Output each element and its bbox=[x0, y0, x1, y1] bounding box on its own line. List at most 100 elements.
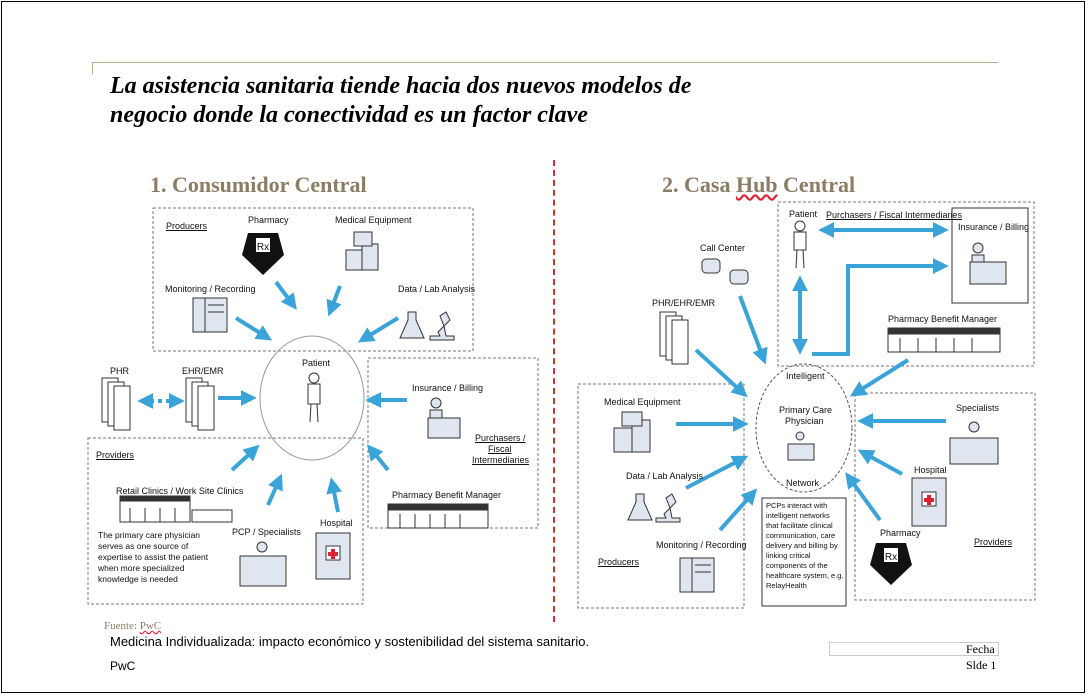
right-heading-rest: Central bbox=[777, 172, 856, 197]
right-monitoring-label: Monitoring / Recording bbox=[656, 540, 747, 550]
pcp-icon-right bbox=[787, 431, 815, 461]
arrow-monitoring bbox=[234, 316, 273, 341]
right-pharmacy-label: Pharmacy bbox=[880, 528, 921, 538]
patient-icon-right bbox=[793, 220, 807, 269]
left-providers-box bbox=[87, 437, 364, 605]
arrow-phr bbox=[694, 348, 748, 398]
arrow-call-center bbox=[738, 295, 768, 365]
right-heading: 2. Casa Hub Central bbox=[662, 172, 855, 198]
left-patient-ellipse bbox=[259, 335, 365, 461]
right-pcp-ellipse bbox=[755, 363, 853, 493]
arrow-hospital-right bbox=[857, 449, 903, 476]
left-pbm-label: Pharmacy Benefit Manager bbox=[392, 490, 502, 500]
center-divider bbox=[553, 160, 555, 622]
arrow-pbm bbox=[366, 444, 390, 472]
arrow-hospital bbox=[326, 477, 343, 513]
title-line-2: negocio donde la conectividad es un fact… bbox=[110, 102, 588, 128]
right-network-label: Network bbox=[786, 478, 820, 488]
arrow-data-lab-right bbox=[685, 455, 749, 490]
left-data-lab-label: Data / Lab Analysis bbox=[398, 284, 476, 294]
left-producers-box bbox=[152, 207, 474, 352]
left-medical-equipment-label: Medical Equipment bbox=[335, 215, 412, 225]
left-hospital-label: Hospital bbox=[320, 518, 353, 528]
pharmacy-icon-right: Rx bbox=[870, 543, 912, 585]
medical-equipment-icon bbox=[345, 231, 379, 271]
hospital-icon bbox=[315, 532, 351, 580]
right-hospital-label: Hospital bbox=[914, 465, 947, 475]
data-lab-icon bbox=[399, 311, 455, 341]
arrow-pbm-right bbox=[849, 358, 910, 397]
arrow-pharmacy bbox=[274, 280, 297, 310]
footer-text: Medicina Individualizada: impacto económ… bbox=[110, 634, 590, 649]
arrow-retail bbox=[230, 444, 260, 472]
right-insurance-label: Insurance / Billing bbox=[958, 222, 1030, 232]
svg-text:Rx: Rx bbox=[257, 242, 269, 253]
arrow-pcp bbox=[266, 473, 283, 506]
right-purchasers-label: Purchasers / Fiscal Intermediaries bbox=[826, 210, 963, 220]
left-fiscal-label: Fiscal bbox=[488, 444, 512, 454]
left-insurance-label: Insurance / Billing bbox=[412, 383, 484, 393]
footer-source: Fuente: PwC bbox=[104, 620, 161, 632]
right-data-lab-label: Data / Lab Analysis bbox=[626, 471, 704, 481]
right-insurance-box bbox=[951, 207, 1029, 304]
arrow-medical-equipment bbox=[326, 285, 342, 317]
left-retail-label: Retail Clinics / Work Site Clinics bbox=[116, 486, 244, 496]
title-rule bbox=[92, 62, 998, 63]
medical-equipment-icon-right bbox=[613, 411, 651, 453]
left-heading: 1. Consumidor Central bbox=[150, 172, 367, 197]
left-monitoring-label: Monitoring / Recording bbox=[165, 284, 256, 294]
footer-slide-number: Slde 1 bbox=[966, 658, 997, 672]
left-producers-label: Producers bbox=[166, 221, 208, 231]
left-pcp-note: The primary care physician serves as one… bbox=[98, 530, 209, 584]
insurance-icon-right bbox=[969, 242, 1007, 285]
left-purchasers-label: Purchasers / bbox=[475, 433, 526, 443]
left-ehr-label: EHR/EMR bbox=[182, 366, 224, 376]
pharmacy-icon: Rx bbox=[242, 233, 284, 275]
hospital-icon-right bbox=[911, 477, 947, 527]
footer-source-name: PwC bbox=[139, 620, 162, 632]
right-purchasers-box bbox=[777, 201, 1035, 367]
arrow-pharmacy-right bbox=[845, 472, 882, 522]
insurance-icon bbox=[427, 397, 461, 439]
monitoring-icon-right bbox=[679, 557, 715, 593]
left-pcp-label: PCP / Specialists bbox=[232, 527, 301, 537]
ehr-icon bbox=[185, 377, 215, 431]
right-providers-label: Providers bbox=[974, 537, 1013, 547]
right-pcp-label-1: Primary Care bbox=[779, 405, 833, 415]
right-heading-hub: Hub bbox=[735, 172, 778, 197]
footer-source-prefix: Fuente: bbox=[104, 620, 140, 632]
arrow-monitoring-right bbox=[718, 488, 758, 532]
right-heading-num: 2. Casa bbox=[662, 172, 736, 197]
pbm-icon-right bbox=[887, 327, 1001, 353]
arrow-data-lab bbox=[357, 316, 400, 343]
title-line-1: La asistencia sanitaria tiende hacia dos… bbox=[110, 73, 692, 99]
right-pcp-label-2: Physician bbox=[785, 416, 824, 426]
specialists-icon bbox=[949, 421, 999, 465]
footer-fecha: Fecha bbox=[966, 642, 995, 656]
right-pbm-label: Pharmacy Benefit Manager bbox=[888, 314, 998, 324]
svg-text:Rx: Rx bbox=[885, 552, 897, 563]
fecha-box bbox=[829, 642, 999, 656]
phr-icon bbox=[101, 377, 131, 431]
left-pharmacy-label: Pharmacy bbox=[248, 215, 289, 225]
right-producers-label: Producers bbox=[598, 557, 640, 567]
right-intelligent-label: Intelligent bbox=[786, 371, 825, 381]
call-center-icon bbox=[701, 258, 749, 285]
data-lab-icon-right bbox=[627, 493, 681, 523]
left-phr-label: PHR bbox=[110, 366, 130, 376]
right-providers-box bbox=[854, 392, 1036, 601]
footer-company: PwC bbox=[110, 659, 136, 673]
left-providers-label: Providers bbox=[96, 450, 135, 460]
patient-icon bbox=[307, 372, 321, 423]
left-patient-label: Patient bbox=[302, 358, 331, 368]
arrow-network-insurance bbox=[812, 258, 949, 356]
title-rule-tick bbox=[92, 62, 93, 74]
pcp-icon bbox=[239, 541, 287, 587]
retail-clinic-icon bbox=[119, 495, 233, 523]
right-note-box bbox=[761, 497, 847, 607]
monitoring-icon bbox=[192, 297, 228, 333]
slide-title: La asistencia sanitaria tiende hacia dos… bbox=[110, 72, 1010, 130]
right-specialists-label: Specialists bbox=[956, 403, 1000, 413]
